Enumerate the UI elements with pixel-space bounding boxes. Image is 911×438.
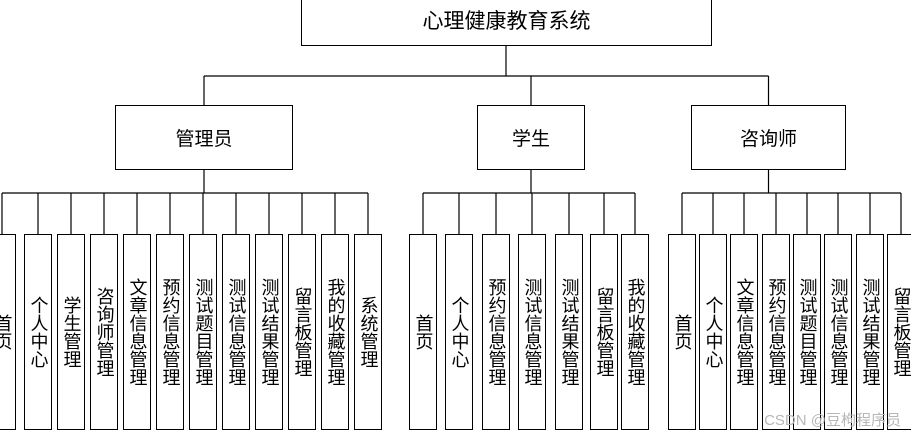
module-node: 文章信息管理	[730, 234, 758, 430]
module-node: 预约信息管理	[156, 234, 184, 430]
module-node: 测试信息管理	[222, 234, 250, 430]
role-node-admin: 管理员	[115, 105, 293, 170]
role-node-student: 学生	[477, 105, 585, 170]
module-node: 留言板管理	[288, 234, 316, 430]
module-node: 预约信息管理	[762, 234, 790, 430]
module-node: 测试结果管理	[856, 234, 884, 430]
csdn-watermark: CSDN @豆枸程序员	[764, 412, 901, 429]
module-node: 测试题目管理	[189, 234, 217, 430]
module-node: 我的收藏管理	[321, 234, 349, 430]
role-node-counselor: 咨询师	[691, 105, 846, 170]
module-node: 留言板管理	[590, 234, 618, 430]
module-node: 测试结果管理	[255, 234, 283, 430]
module-node: 个人中心	[699, 234, 727, 430]
module-node: 测试题目管理	[793, 234, 821, 430]
module-node: 首页	[409, 234, 437, 430]
module-node: 首页	[0, 234, 16, 430]
module-node: 测试信息管理	[518, 234, 546, 430]
module-node: 留言板管理	[887, 234, 911, 430]
module-node: 学生管理	[57, 234, 85, 430]
module-node: 测试信息管理	[824, 234, 852, 430]
module-node: 文章信息管理	[123, 234, 151, 430]
module-node: 测试结果管理	[555, 234, 583, 430]
module-node: 系统管理	[354, 234, 382, 430]
module-node: 预约信息管理	[482, 234, 510, 430]
module-node: 个人中心	[24, 234, 52, 430]
root-node: 心理健康教育系统	[301, 0, 712, 46]
module-node: 咨询师管理	[90, 234, 118, 430]
module-node: 首页	[668, 234, 696, 430]
module-node: 个人中心	[445, 234, 473, 430]
module-node: 我的收藏管理	[621, 234, 649, 430]
